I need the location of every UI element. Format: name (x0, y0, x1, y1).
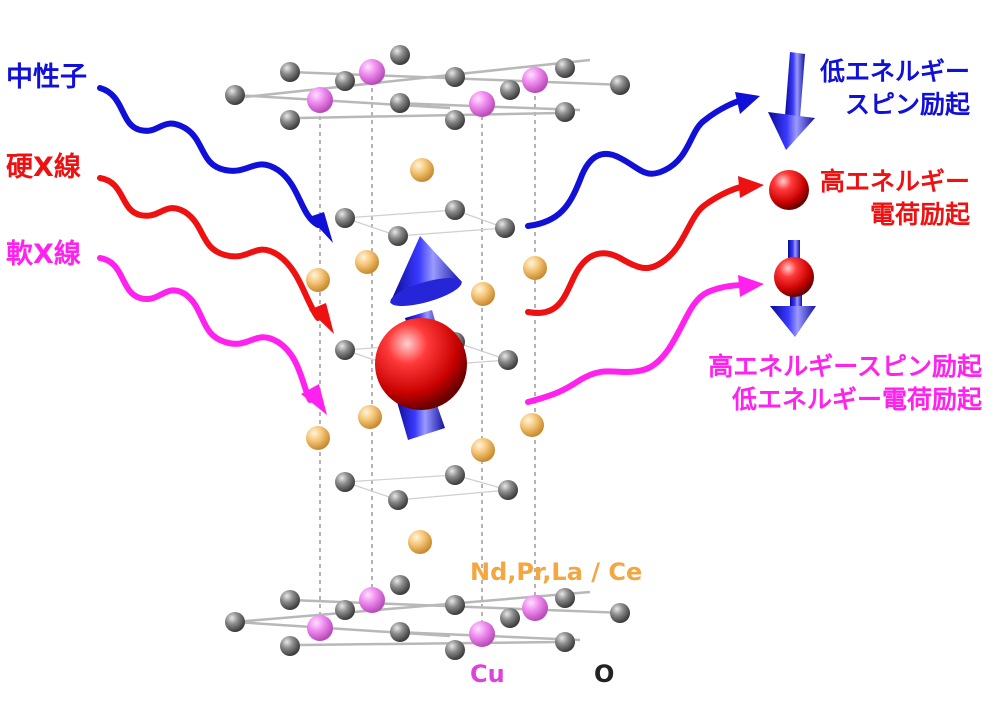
low-energy-spin-excitation-label: 低エネルギー スピン励起 (819, 57, 970, 119)
neutron-label: 中性子 (6, 62, 87, 93)
soft-xray-arrowhead-icon (301, 384, 327, 415)
neutron-arrowhead-icon (309, 212, 333, 243)
low-energy-spin-arrow-icon (768, 52, 815, 150)
high-energy-charge-sphere-icon (769, 170, 809, 210)
copper-atom-group (307, 59, 548, 117)
oxygen-plane-upper (335, 200, 515, 246)
soft-xray-label: 軟X線 (6, 239, 81, 270)
oxygen-atom-group (225, 45, 630, 130)
oxygen-label: O (594, 660, 615, 688)
soft-out-arrowhead-icon (738, 275, 764, 297)
hard-xray-arrowhead-icon (309, 303, 334, 334)
copper-label: Cu (470, 660, 505, 688)
rare-earth-label: Nd,Pr,La / Ce (470, 558, 643, 586)
cuo2-plane-top (225, 45, 630, 130)
soft-out-beam (525, 282, 748, 405)
hard-out-beam (525, 183, 748, 316)
incoming-arrowheads (301, 212, 334, 415)
rare-earth-atom (410, 158, 434, 182)
rare-earth-atom-group (306, 405, 544, 462)
hard-xray-label: 硬X線 (6, 152, 81, 183)
mixed-excitation-icon (770, 240, 816, 337)
rare-earth-atom (408, 530, 432, 554)
outgoing-arrowheads (735, 92, 764, 297)
hard-xray-beam (97, 175, 321, 321)
mixed-excitation-label: 高エネルギースピン励起 低エネルギー電荷励起 (708, 352, 982, 414)
hard-out-arrowhead-icon (738, 176, 764, 198)
incoming-beams (97, 85, 321, 403)
neutron-beam (97, 85, 321, 228)
rare-earth-atom-group (306, 250, 547, 306)
central-charge-sphere (375, 318, 467, 410)
outgoing-beams (525, 97, 748, 405)
high-energy-charge-excitation-label: 高エネルギー 電荷励起 (819, 167, 970, 229)
unit-cell-edges (319, 80, 536, 640)
oxygen-plane-lower (335, 465, 518, 510)
neutron-out-beam (525, 97, 745, 229)
neutron-out-arrowhead-icon (735, 92, 760, 114)
cuo2-plane-bottom (225, 575, 630, 660)
soft-xray-beam (97, 255, 313, 403)
